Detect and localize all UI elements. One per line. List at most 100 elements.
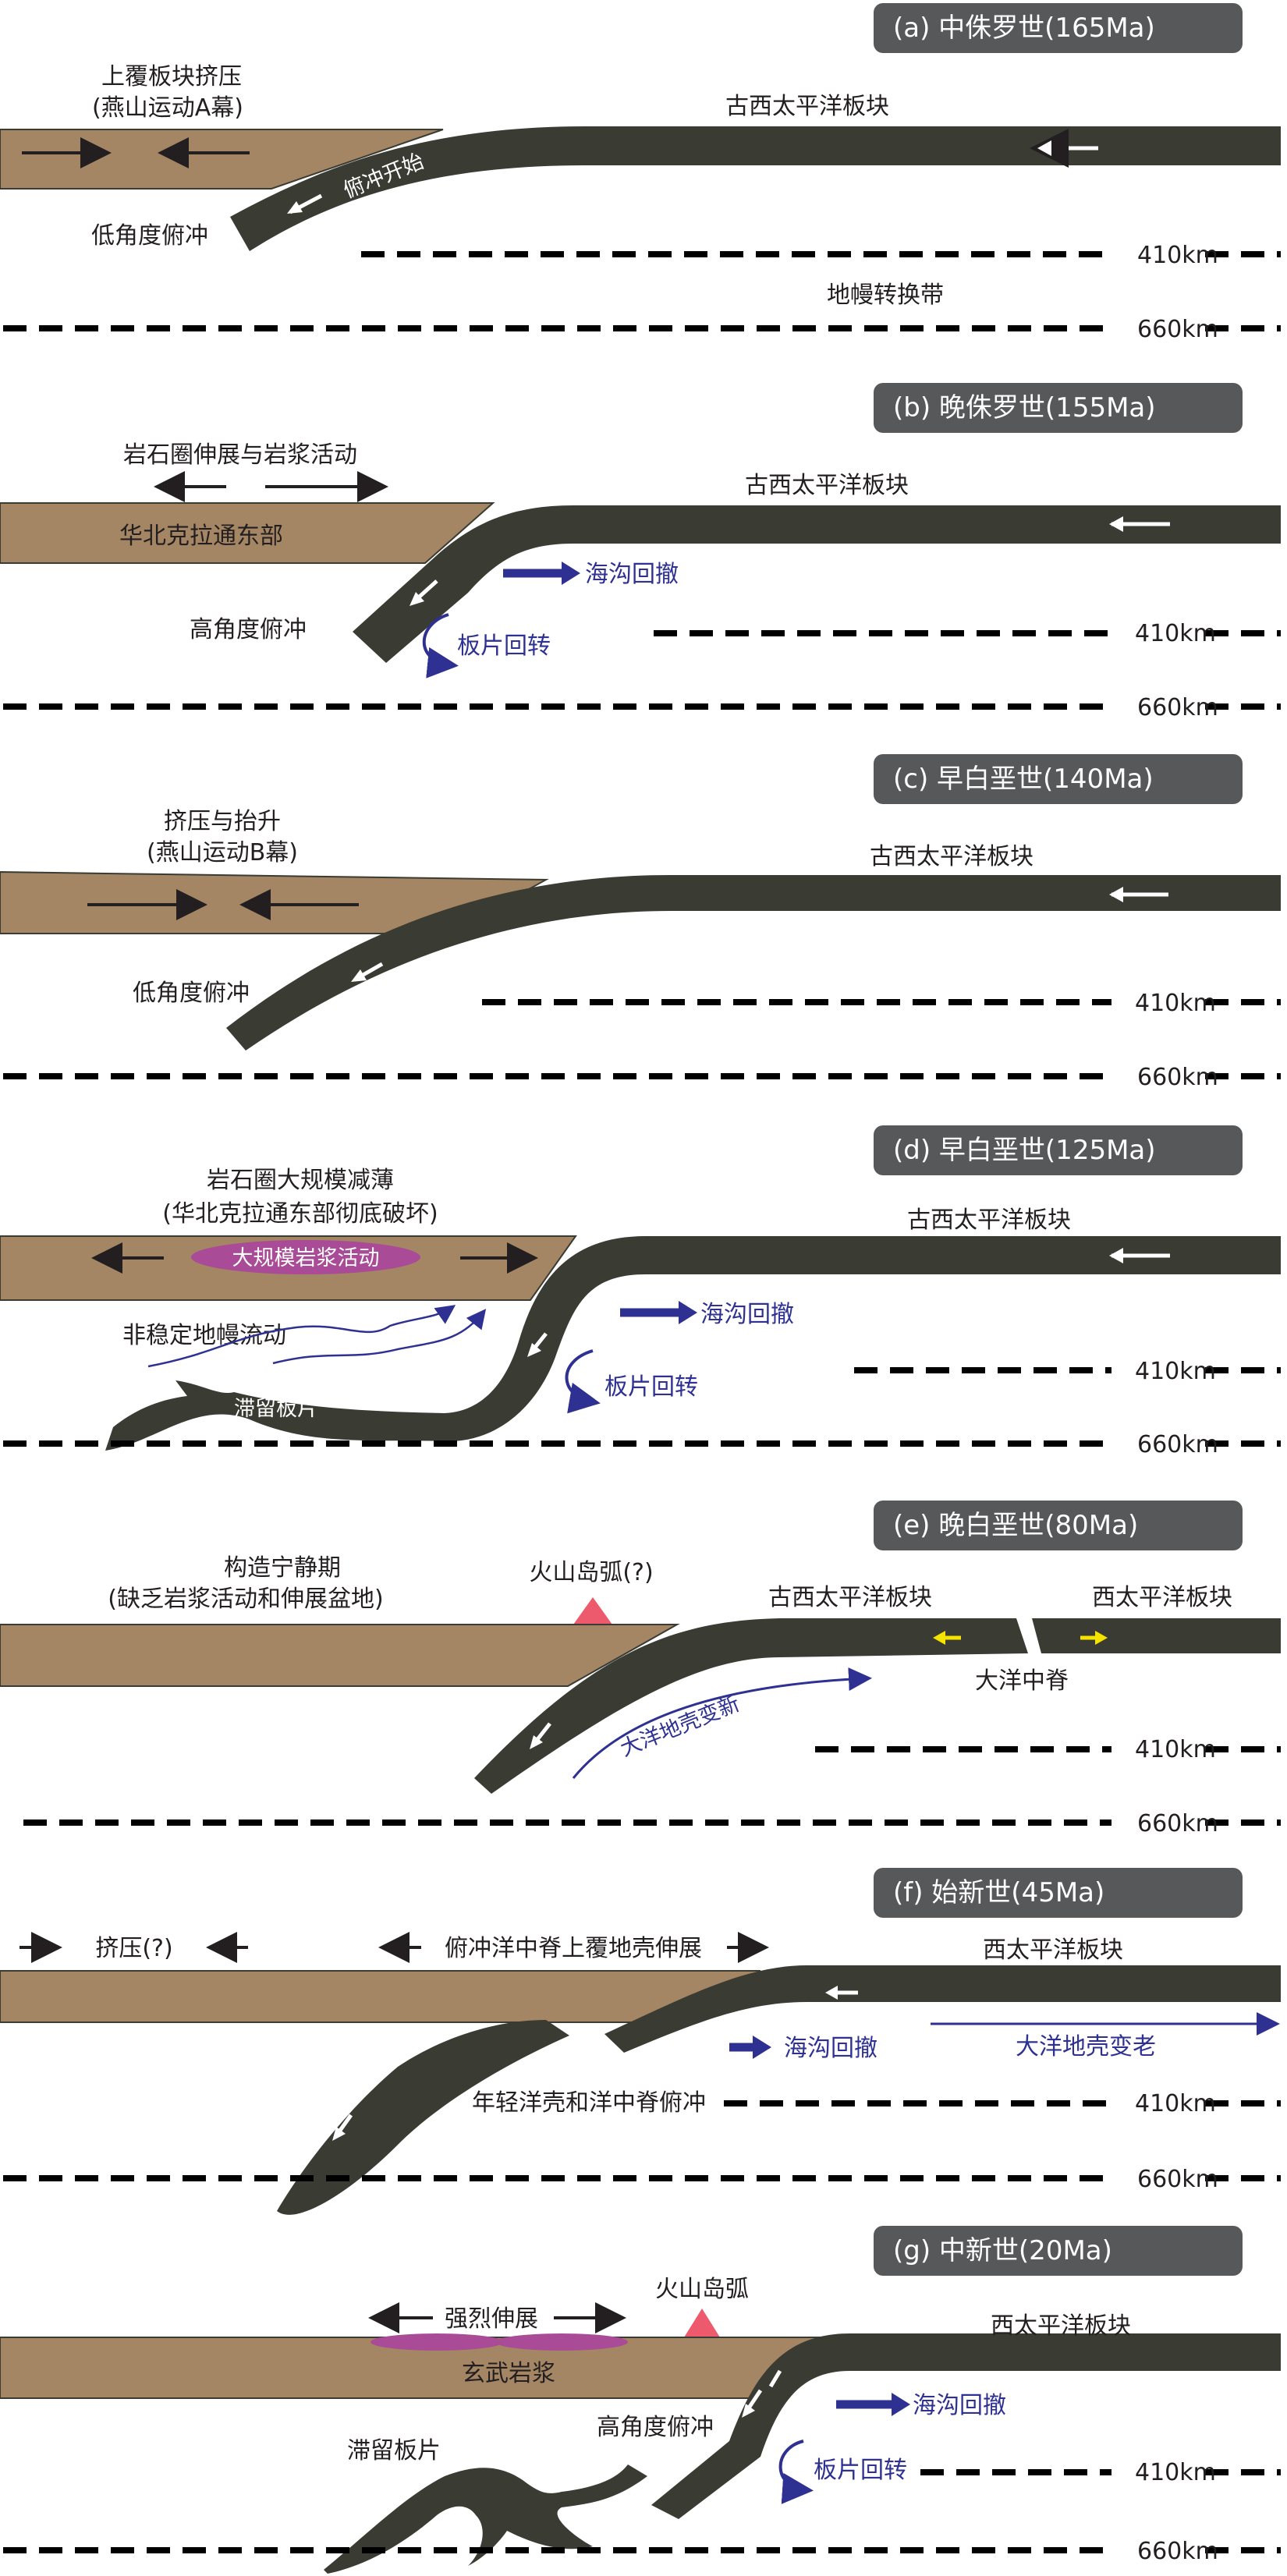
- upper-plate: [0, 1970, 761, 2023]
- mantle-flow-arrow-2: [272, 1309, 487, 1365]
- stagnant-slab: [324, 2464, 647, 2574]
- uplift-label-2: (燕山运动B幕): [147, 839, 298, 866]
- panel-a: (a) 中侏罗世(165Ma) 上覆板块挤压 (燕山运动A幕) 俯冲开始 古西太…: [0, 3, 1281, 343]
- quiet-label-2: (缺乏岩浆活动和伸展盆地): [108, 1586, 383, 1613]
- young-ridge-label: 年轻洋壳和洋中脊俯冲: [472, 2089, 706, 2117]
- paleo-oceanic-plate: [474, 1618, 1028, 1794]
- slab-rotation-arrow: [422, 613, 459, 679]
- panel-c: (c) 早白垩世(140Ma) 挤压与抬升 (燕山运动B幕) 古西太平洋板块 低…: [0, 754, 1281, 1091]
- high-angle-label: 高角度俯冲: [597, 2414, 714, 2441]
- younger-crust-arrow: [572, 1667, 872, 1779]
- panel-f: (f) 始新世(45Ma) 挤压(?) 俯冲洋中脊上覆地壳伸展 西太平洋板块 海…: [0, 1868, 1281, 2215]
- title-box: [874, 1501, 1243, 1550]
- depth-410-label: 410km: [1135, 620, 1216, 647]
- extension-label: 岩石圈伸展与岩浆活动: [123, 441, 357, 469]
- rollback-label: 海沟回撤: [784, 2035, 878, 2062]
- title-box: [874, 1125, 1243, 1175]
- panel-d: (d) 早白垩世(125Ma) 岩石圈大规模减薄 (华北克拉通东部彻底破坏) 大…: [0, 1125, 1281, 1458]
- depth-410-label: 410km: [1135, 1358, 1216, 1385]
- basalt-label: 玄武岩浆: [462, 2360, 555, 2387]
- plate-label: 古西太平洋板块: [870, 843, 1034, 870]
- title-box: [874, 383, 1243, 433]
- upper-plate: [0, 502, 495, 564]
- panel-e: (e) 晚白垩世(80Ma) 构造宁静期 (缺乏岩浆活动和伸展盆地) 火山岛弧(…: [0, 1501, 1281, 1837]
- panel-g: (g) 中新世(20Ma) 强烈伸展 火山岛弧 玄武岩浆 西太平洋板块 海沟回撤…: [0, 2226, 1281, 2574]
- volcanic-arc-icon: [684, 2308, 720, 2337]
- motion-arrow: [768, 2369, 782, 2388]
- west-plate-label: 西太平洋板块: [991, 2312, 1131, 2340]
- magma-label: 大规模岩浆活动: [232, 1246, 380, 1270]
- slab-rotation-label: 板片回转: [814, 2457, 907, 2484]
- title-box: [874, 1868, 1243, 1918]
- yellow-arrow-left-icon: [933, 1631, 945, 1645]
- depth-410-label: 410km: [1135, 2090, 1216, 2117]
- low-angle-label: 低角度俯冲: [133, 980, 250, 1007]
- basalt-magma-right: [495, 2333, 628, 2351]
- depth-410-label: 410km: [1135, 2459, 1216, 2486]
- slab-rotation-arrow: [778, 2440, 814, 2504]
- mantle-flow-label: 非稳定地幔流动: [122, 1322, 286, 1349]
- stagnant-slab-label: 滞留板片: [234, 1397, 318, 1421]
- detached-slab: [277, 2020, 569, 2215]
- upper-plate: [0, 1624, 680, 1687]
- depth-660-label: 660km: [1137, 1431, 1218, 1458]
- depth-660-label: 660km: [1137, 1064, 1218, 1091]
- thinning-label: 岩石圈大规模减薄: [207, 1167, 394, 1194]
- plate-label: 古西太平洋板块: [725, 93, 889, 120]
- stagnant-slab-label: 滞留板片: [347, 2437, 441, 2464]
- panel-title: (f) 始新世(45Ma): [893, 1877, 1104, 1908]
- depth-660-label: 660km: [1137, 2166, 1218, 2193]
- depth-660-label: 660km: [1137, 1810, 1218, 1837]
- yellow-arrow-right-icon: [1095, 1631, 1108, 1645]
- west-oceanic-plate: [1032, 1618, 1281, 1653]
- transition-zone-label: 地幔转换带: [827, 282, 944, 309]
- rollback-label: 海沟回撤: [913, 2392, 1006, 2419]
- oceanic-plate: [226, 875, 1281, 1051]
- ridge-label: 大洋中脊: [975, 1667, 1069, 1695]
- panel-title: (a) 中侏罗世(165Ma): [893, 12, 1155, 44]
- upper-plate-label: 上覆板块挤压: [101, 63, 242, 90]
- panel-title: (c) 早白垩世(140Ma): [893, 764, 1154, 795]
- strong-extension-label: 强烈伸展: [445, 2305, 538, 2333]
- west-plate-label: 西太平洋板块: [1092, 1584, 1232, 1611]
- magma-body: [191, 1240, 420, 1274]
- oceanic-plate: [604, 1965, 1281, 2053]
- rollback-label: 海沟回撤: [585, 561, 679, 588]
- plate-label: 古西太平洋板块: [745, 472, 909, 499]
- high-angle-label: 高角度俯冲: [190, 616, 307, 643]
- older-crust-label: 大洋地壳变老: [1016, 2033, 1156, 2060]
- title-box: [874, 3, 1243, 53]
- panel-b: (b) 晚侏罗世(155Ma) 岩石圈伸展与岩浆活动 华北克拉通东部 古西太平洋…: [0, 383, 1281, 721]
- panel-title: (g) 中新世(20Ma): [893, 2235, 1112, 2266]
- volcanic-arc-icon: [573, 1597, 612, 1625]
- uplift-label: 挤压与抬升: [164, 808, 281, 835]
- depth-660-label: 660km: [1137, 2538, 1218, 2565]
- oceanic-plate: [353, 505, 1281, 663]
- compression-label: 挤压(?): [95, 1935, 172, 1962]
- ridge-extension-label: 俯冲洋中脊上覆地壳伸展: [445, 1935, 702, 1962]
- depth-410-label: 410km: [1137, 242, 1218, 269]
- mantle-flow-arrow-1: [147, 1305, 456, 1368]
- upper-plate-label-2: (燕山运动A幕): [92, 94, 243, 122]
- slab-rotation-label: 板片回转: [604, 1373, 698, 1401]
- slab-rotation-arrow: [565, 1349, 601, 1414]
- depth-410-label: 410km: [1135, 1736, 1216, 1763]
- oceanic-plate: [230, 126, 1281, 251]
- rollback-label: 海沟回撤: [700, 1301, 794, 1328]
- craton-label: 华北克拉通东部: [119, 523, 283, 550]
- west-plate-label: 西太平洋板块: [983, 1936, 1123, 1964]
- oceanic-plate: [651, 2333, 1281, 2519]
- depth-410-label: 410km: [1135, 990, 1216, 1017]
- depth-660-label: 660km: [1137, 694, 1218, 721]
- plate-label: 古西太平洋板块: [907, 1207, 1071, 1234]
- quiet-label: 构造宁静期: [224, 1554, 341, 1582]
- panel-title: (d) 早白垩世(125Ma): [893, 1135, 1156, 1166]
- paleo-plate-label: 古西太平洋板块: [768, 1584, 932, 1611]
- depth-660-label: 660km: [1137, 316, 1218, 343]
- basalt-magma-left: [370, 2333, 503, 2351]
- thinning-label-2: (华北克拉通东部彻底破坏): [162, 1200, 438, 1228]
- panel-title: (e) 晚白垩世(80Ma): [893, 1510, 1138, 1541]
- title-box: [874, 754, 1243, 804]
- slab-rotation-label: 板片回转: [457, 632, 551, 660]
